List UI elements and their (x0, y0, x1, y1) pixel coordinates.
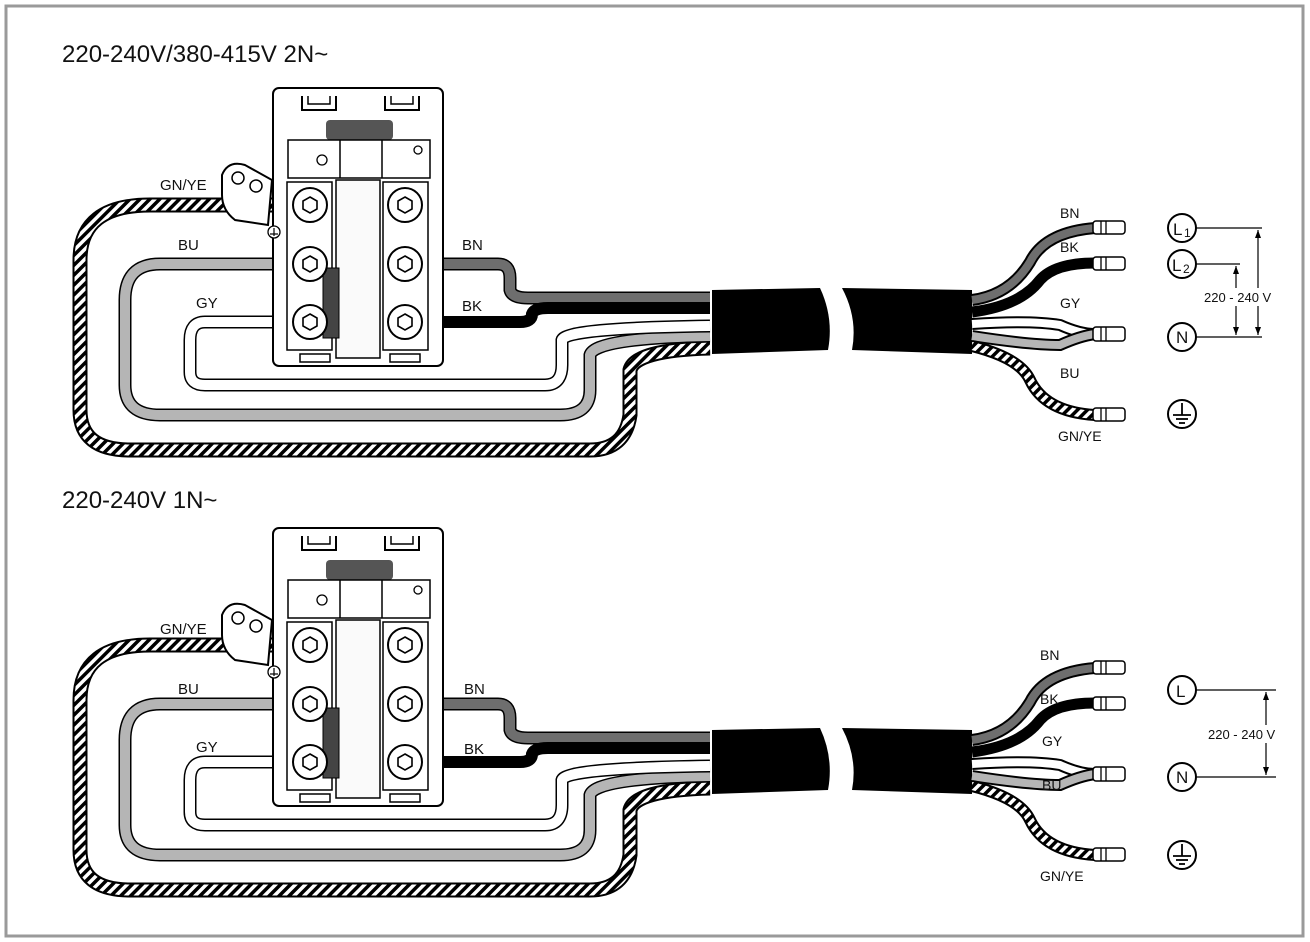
svg-text:1: 1 (1184, 226, 1191, 240)
svg-text:N: N (1176, 328, 1188, 347)
wire-label-gy: GY (196, 295, 218, 312)
svg-text:N: N (1176, 768, 1188, 787)
svg-text:L: L (1176, 682, 1185, 701)
diagram-title: 220-240V 1N~ (62, 487, 217, 514)
terminal-n: N (1167, 762, 1197, 792)
svg-text:L: L (1172, 256, 1181, 275)
wire-label-bk: BK (464, 741, 484, 758)
wire-label-bu: BU (178, 681, 199, 698)
end-label-bu: BU (1060, 365, 1079, 381)
terminal-l: L (1167, 675, 1197, 705)
earth-ground-icon (1167, 399, 1197, 429)
end-label-bk: BK (1060, 239, 1079, 255)
end-label-bn: BN (1060, 205, 1079, 221)
earth-ground-icon (1167, 840, 1197, 870)
end-label-bu: BU (1042, 777, 1061, 793)
svg-text:2: 2 (1183, 262, 1190, 276)
wire-label-bk: BK (462, 298, 482, 315)
wire-label-gnye: GN/YE (160, 177, 207, 194)
diagram-2n: 220-240V/380-415V 2N~ GN/YE BU GY BN BK … (62, 41, 1294, 450)
svg-text:L: L (1173, 220, 1182, 239)
diagram-title: 220-240V/380-415V 2N~ (62, 41, 328, 68)
wire-label-gnye: GN/YE (160, 621, 207, 638)
wire-label-bn: BN (462, 237, 483, 254)
end-label-bk: BK (1040, 691, 1059, 707)
end-label-bn: BN (1040, 647, 1059, 663)
terminal-n: N (1167, 322, 1197, 352)
terminal-l1: L 1 (1167, 213, 1197, 243)
voltage-label: 220 - 240 V (1204, 290, 1272, 305)
terminal-l2: L 2 (1167, 249, 1197, 279)
wire-label-bu: BU (178, 237, 199, 254)
wire-label-gy: GY (196, 739, 218, 756)
end-label-gnye: GN/YE (1058, 428, 1102, 444)
end-label-gy: GY (1060, 295, 1081, 311)
voltage-label: 220 - 240 V (1208, 727, 1276, 742)
end-label-gy: GY (1042, 733, 1063, 749)
wire-label-bn: BN (464, 681, 485, 698)
end-label-gnye: GN/YE (1040, 868, 1084, 884)
diagram-1n: 220-240V 1N~ GN/YE BU GY BN BK BN BK GY … (62, 487, 1298, 890)
